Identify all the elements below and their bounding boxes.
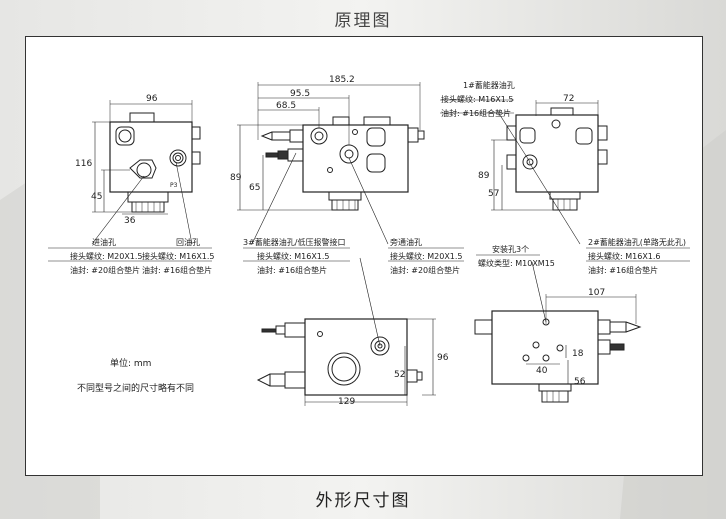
callout-return-line1: 接头螺纹: M16X1.5: [142, 252, 215, 261]
dim-view1-bottom: 36: [124, 216, 136, 226]
callout-acc3-line2: 油封: #16组合垫片: [257, 266, 328, 275]
dim-view1-offset: 45: [91, 192, 102, 202]
callout-inlet-line1: 接头螺纹: M20X1.5: [70, 252, 143, 261]
callout-bypass-line1: 接头螺纹: M20X1.5: [390, 252, 463, 261]
dim-view2-h2: 65: [249, 183, 260, 193]
dim-view4-offset: 52: [394, 370, 405, 380]
drawing-frame: [25, 36, 703, 476]
callout-acc2-line2: 油封: #16组合垫片: [588, 266, 659, 275]
dim-view3-h1: 89: [478, 171, 490, 181]
view-2-front: 185.2 95.5 68.5 89 65: [230, 75, 425, 211]
callout-accumulator-2: 2#蓄能器油孔(单路无此孔) 接头螺纹: M16X1.6 油封: #16组合垫片: [588, 237, 686, 276]
dim-view2-d2: 68.5: [276, 101, 296, 111]
dim-view2-d1: 95.5: [290, 89, 310, 99]
callout-bypass: 旁通油孔 接头螺纹: M20X1.5 油封: #20组合垫片: [390, 237, 463, 276]
callout-bypass-line2: 油封: #20组合垫片: [390, 266, 461, 275]
callout-acc2-title: 2#蓄能器油孔(单路无此孔): [588, 238, 687, 247]
unit-note: 单位: mm: [110, 359, 152, 369]
callout-return: 回油孔 接头螺纹: M16X1.5 油封: #16组合垫片: [142, 237, 215, 276]
callout-acc1-line2: 油封: #16组合垫片: [441, 109, 512, 118]
view-3-side: 72 89 57: [478, 94, 608, 211]
callout-acc3-line1: 接头螺纹: M16X1.5: [257, 252, 330, 261]
callout-inlet-title: 进油孔: [92, 238, 116, 247]
view-4-top: 129 96 52: [256, 318, 449, 407]
disclaimer-note: 不同型号之间的尺寸略有不同: [77, 384, 195, 394]
callout-rules: [48, 99, 690, 262]
callout-acc3-title: 3#蓄能器油孔/低压报警接口: [243, 238, 346, 247]
callout-mount-holes: 安装孔3个 螺纹类型: M10XM15: [478, 244, 555, 269]
callout-acc2-line1: 接头螺纹: M16X1.6: [588, 252, 661, 261]
callout-inlet-line2: 油封: #20组合垫片: [70, 266, 141, 275]
p-mark-label: P3: [170, 182, 178, 189]
callout-inlet: 进油孔 接头螺纹: M20X1.5 油封: #20组合垫片: [70, 237, 143, 276]
dim-view5-d2: 40: [536, 366, 548, 376]
dim-view3-h2: 57: [488, 189, 499, 199]
callout-return-title: 回油孔: [176, 238, 200, 247]
dim-view5-length: 107: [588, 288, 605, 298]
callout-acc1-line1: 接头螺纹: M16X1.5: [441, 95, 514, 104]
callout-mount-line1: 螺纹类型: M10XM15: [478, 259, 555, 268]
view-5-bottom: 107 40 18 56: [474, 288, 642, 403]
dim-view2-total: 185.2: [329, 75, 355, 85]
dim-view5-h: 56: [574, 377, 586, 387]
callout-mount-title: 安装孔3个: [492, 245, 530, 254]
dim-view1-height: 116: [75, 159, 92, 169]
footer-title: 外形尺寸图: [315, 491, 411, 511]
leader-lines: [91, 111, 581, 347]
dim-view4-length: 129: [338, 397, 355, 407]
callout-accumulator-3: 3#蓄能器油孔/低压报警接口 接头螺纹: M16X1.5 油封: #16组合垫片: [243, 237, 346, 276]
callout-accumulator-1: 1#蓄能器油孔 接头螺纹: M16X1.5 油封: #16组合垫片: [441, 80, 515, 119]
view-1-side: P3 96 116 45 36: [75, 94, 201, 226]
page-title: 原理图: [334, 11, 392, 31]
dim-view5-d1: 18: [572, 349, 584, 359]
callout-bypass-title: 旁通油孔: [390, 238, 422, 247]
callout-return-line2: 油封: #16组合垫片: [142, 266, 213, 275]
dim-view4-height: 96: [437, 353, 449, 363]
callout-acc1-title: 1#蓄能器油孔: [463, 81, 515, 90]
dim-view1-width: 96: [146, 94, 158, 104]
dim-view3-width: 72: [563, 94, 574, 104]
dim-view2-h1: 89: [230, 173, 242, 183]
